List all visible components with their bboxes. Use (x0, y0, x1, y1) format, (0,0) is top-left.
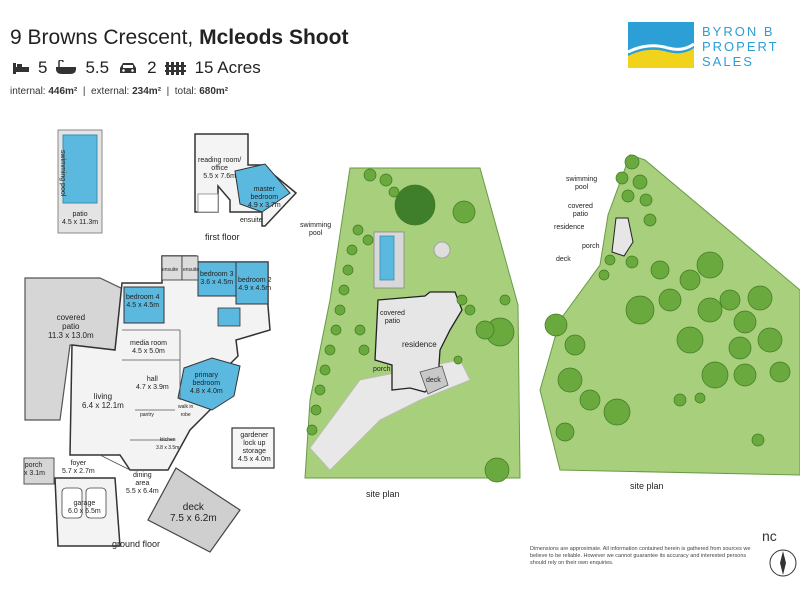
bedroom-2-room (235, 261, 269, 305)
media-room-label: media room 4.5 x 5.0m (130, 340, 167, 355)
external-label: external: (90, 86, 130, 97)
site-1-deck-label: deck (426, 377, 441, 384)
external-area: 234m² (132, 86, 162, 97)
car-2 (85, 487, 107, 519)
ensuite-b-label: ensuite (183, 267, 200, 273)
kitchen-label: kitchen 3.8 x 3.5m (156, 437, 180, 451)
walk-in-robe-label: walk in robe (178, 404, 194, 418)
bedroom-count: 5 (38, 58, 48, 77)
porch-area (23, 457, 55, 485)
site-1-pool (379, 235, 395, 281)
logo-line-3: SALES (702, 54, 754, 69)
property-stats: 5 5.5 2 15 Acres (12, 58, 261, 78)
logo-line-1: BYRON B (702, 24, 775, 39)
agency-logo: BYRON B PROPERT SALES (628, 22, 800, 70)
area-summary: internal: 446m² | external: 234m² | tota… (10, 86, 229, 97)
porch-label: porch x 3.1m (23, 462, 45, 477)
ensuite-b-room (181, 255, 199, 281)
fence-icon (164, 62, 186, 75)
site-1-water-tank (433, 241, 451, 259)
site-1-patio-label: covered patio (380, 310, 405, 325)
site-2-residence (611, 217, 634, 257)
north-label: nc (762, 528, 777, 544)
living-label: living 6.4 x 12.1m (82, 392, 124, 410)
logo-line-2: PROPERT (702, 39, 779, 54)
stair-first (197, 193, 219, 213)
suburb: Mcleods Shoot (199, 26, 349, 49)
site-plan-1-drawing (304, 167, 521, 483)
internal-area: 446m² (48, 86, 78, 97)
site-2-trees (544, 154, 791, 447)
dining-label: dining area 5.5 x 6.4m (126, 472, 159, 495)
site-1-deck (419, 365, 449, 395)
reading-room-label: reading room/ office 5.5 x 7.6m (198, 157, 242, 180)
foyer-label: foyer 5.7 x 2.7m (62, 460, 95, 475)
primary-bedroom-label: primary bedroom 4.8 x 4.0m (190, 372, 223, 395)
gardener-storage (231, 427, 275, 469)
master-bedroom-room (234, 163, 291, 213)
bath-small (217, 307, 241, 327)
land-size: 15 Acres (194, 58, 261, 77)
bedroom-4-room (123, 286, 165, 324)
site-1-pool-label: swimming pool (300, 222, 332, 237)
covered-patio-label: covered patio 11.3 x 13.0m (48, 313, 94, 340)
bedroom-3-room (197, 261, 237, 297)
site-1-porch-label: porch (373, 366, 391, 373)
car-1 (61, 487, 83, 519)
site-1-trees (306, 168, 515, 483)
site-2-residence-label: residence (554, 224, 585, 231)
ensuite-a-label: ensuite (162, 267, 179, 273)
deck-area (147, 467, 241, 553)
bedroom-4-label: bedroom 4 4.5 x 4.5m (126, 294, 160, 309)
pool-label: swimming pool (59, 150, 66, 197)
car-icon (120, 63, 137, 73)
deck-label: deck 7.5 x 6.2m (170, 502, 217, 524)
site-1-residence-label: residence (402, 340, 437, 349)
site-2-deck-label: deck (556, 256, 571, 263)
total-area: 680m² (199, 86, 229, 97)
ground-floor-caption: ground floor (112, 539, 161, 549)
address: 9 Browns Crescent, (10, 26, 194, 49)
bed-icon (13, 63, 29, 74)
primary-bedroom-room (177, 357, 241, 411)
site-plan-2-drawing (539, 154, 800, 476)
site-2-patio-label: covered patio (568, 203, 593, 218)
pool-patio-label: patio 4.5 x 11.3m (62, 211, 99, 226)
swimming-pool (62, 134, 98, 204)
site-2-land (539, 154, 800, 476)
bathroom-count: 5.5 (85, 58, 110, 77)
gardener-label: gardener lock up storage 4.5 x 4.0m (238, 432, 271, 463)
site-2-porch-label: porch (582, 243, 600, 250)
bedroom-3-label: bedroom 3 3.6 x 4.5m (200, 271, 234, 286)
internal-walls (99, 329, 181, 471)
first-floor-caption: first floor (205, 232, 240, 242)
floor-plan-drawing (23, 129, 298, 553)
pantry-label: pantry (140, 412, 154, 418)
site-2-pool-label: swimming pool (566, 176, 598, 191)
property-title: 9 Browns Crescent, Mcleods Shoot (10, 26, 348, 50)
total-label: total: (174, 86, 197, 97)
hall-label: hall 4.7 x 3.9m (136, 376, 169, 391)
compass-icon (769, 549, 797, 577)
disclaimer: Dimensions are approximate. All informat… (530, 546, 751, 566)
master-bedroom-label: master bedroom 4.9 x 3.7m (248, 186, 281, 209)
internal-label: internal: (10, 86, 46, 97)
site-plan-1-caption: site plan (366, 489, 400, 499)
site-plan-2-caption: site plan (630, 481, 664, 491)
logo-wave-icon (628, 22, 694, 68)
site-1-residence (374, 291, 463, 393)
bath-icon (56, 60, 77, 74)
bedroom-2-label: bedroom 2 4.9 x 4.5m (238, 277, 272, 292)
first-ensuite-label: ensuite (240, 217, 263, 224)
garage-label: garage 6.0 x 6.5m (68, 500, 101, 515)
parking-count: 2 (147, 58, 157, 77)
